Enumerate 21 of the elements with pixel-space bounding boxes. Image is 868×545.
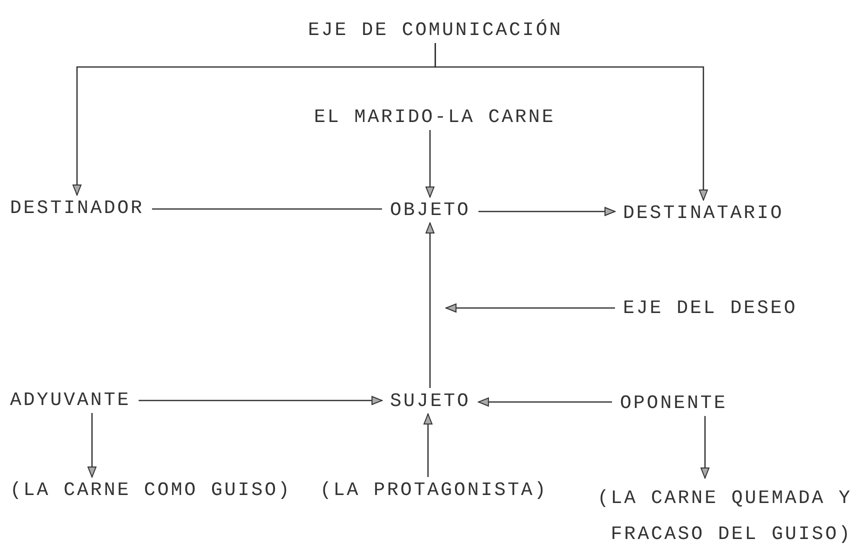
axis-heading: EJE DE COMUNICACIÓN — [300, 17, 571, 43]
arrow — [700, 416, 710, 478]
arrow — [424, 414, 432, 477]
arrow — [426, 222, 434, 388]
actant-label: DESTINATARIO — [615, 200, 792, 226]
connector-line — [152, 208, 382, 210]
actant-label: DESTINADOR — [2, 195, 152, 221]
actant-label: EL MARIDO-LA CARNE — [306, 104, 564, 130]
actant-label: OPONENTE — [612, 390, 736, 416]
arrow — [138, 396, 382, 405]
actant-label: EJE DEL DESEO — [615, 295, 806, 321]
arrow — [426, 130, 434, 198]
actant-label: OBJETO — [382, 197, 478, 223]
arrow — [434, 43, 708, 200]
actant-label: ADYUVANTE — [2, 387, 139, 413]
arrow — [446, 304, 615, 312]
arrow — [478, 398, 612, 406]
actant-label: (LA CARNE COMO GUISO) — [2, 477, 300, 503]
arrow — [478, 207, 616, 216]
actant-label: SUJETO — [382, 388, 478, 414]
arrow — [88, 413, 96, 478]
